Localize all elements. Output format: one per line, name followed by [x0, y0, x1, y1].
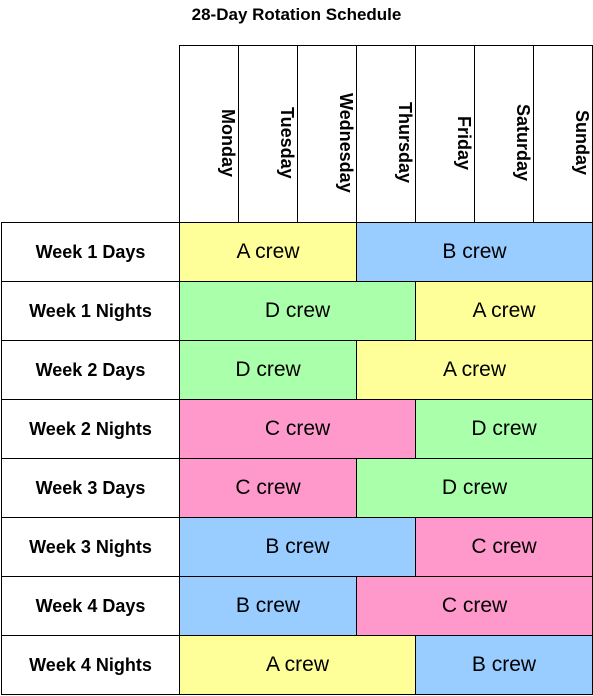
- b-crew-block: B crew: [356, 222, 593, 282]
- a-crew-block: A crew: [179, 222, 357, 282]
- row-label: Week 4 Nights: [1, 635, 180, 695]
- d-crew-block: D crew: [179, 340, 357, 400]
- day-header-friday: Friday: [415, 45, 475, 223]
- row-label: Week 2 Days: [1, 340, 180, 400]
- c-crew-block: C crew: [179, 458, 357, 518]
- b-crew-block: B crew: [415, 635, 593, 695]
- schedule-title: 28-Day Rotation Schedule: [191, 5, 402, 24]
- day-header-monday: Monday: [179, 45, 239, 223]
- day-header-tuesday: Tuesday: [238, 45, 298, 223]
- b-crew-block: B crew: [179, 517, 416, 577]
- c-crew-block: C crew: [179, 399, 416, 459]
- d-crew-block: D crew: [356, 458, 593, 518]
- b-crew-block: B crew: [179, 576, 357, 636]
- day-header-saturday: Saturday: [474, 45, 534, 223]
- day-header-wednesday: Wednesday: [297, 45, 357, 223]
- row-label: Week 3 Days: [1, 458, 180, 518]
- d-crew-block: D crew: [179, 281, 416, 341]
- d-crew-block: D crew: [415, 399, 593, 459]
- c-crew-block: C crew: [356, 576, 593, 636]
- row-label: Week 1 Days: [1, 222, 180, 282]
- a-crew-block: A crew: [415, 281, 593, 341]
- a-crew-block: A crew: [356, 340, 593, 400]
- day-header-sunday: Sunday: [533, 45, 593, 223]
- row-label: Week 2 Nights: [1, 399, 180, 459]
- c-crew-block: C crew: [415, 517, 593, 577]
- a-crew-block: A crew: [179, 635, 416, 695]
- row-label: Week 4 Days: [1, 576, 180, 636]
- row-label: Week 1 Nights: [1, 281, 180, 341]
- day-header-thursday: Thursday: [356, 45, 416, 223]
- row-label: Week 3 Nights: [1, 517, 180, 577]
